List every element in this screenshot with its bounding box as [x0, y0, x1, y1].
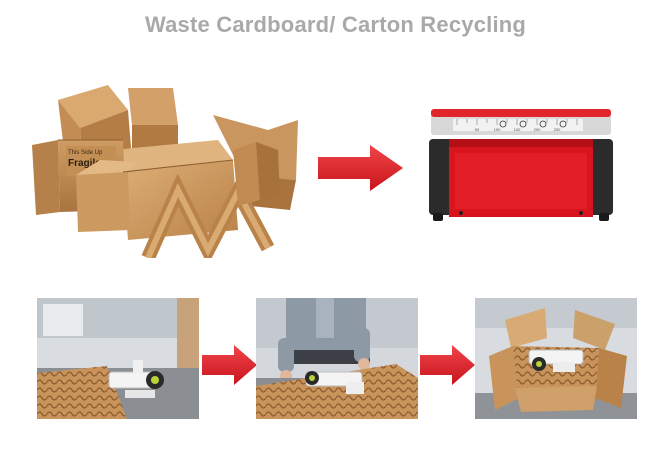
cardboard-pile-image: This Side Up Fragile [28, 80, 310, 258]
shredded-cardboard-photo-1 [37, 298, 199, 419]
control-icon [499, 120, 507, 128]
ruler-mark: 150 [514, 127, 521, 132]
ruler-mark: 250 [554, 127, 561, 132]
control-icon [559, 120, 567, 128]
cardboard-shredder-machine-image: 50 100 150 200 250 [425, 105, 617, 227]
ruler-mark: 50 [475, 127, 480, 132]
page-title: Waste Cardboard/ Carton Recycling [144, 12, 527, 37]
box-label-fragile: Fragile [68, 158, 101, 169]
control-icon [539, 120, 547, 128]
packed-box-photo [475, 298, 637, 419]
right-arrow-icon [420, 345, 475, 385]
wrapping-product-photo [256, 298, 418, 419]
control-icon [519, 120, 527, 128]
right-arrow-icon [318, 145, 403, 191]
right-arrow-icon [202, 345, 257, 385]
box-label-side: This Side Up [68, 150, 103, 156]
ruler-mark: 100 [494, 127, 501, 132]
ruler-mark: 200 [534, 127, 541, 132]
